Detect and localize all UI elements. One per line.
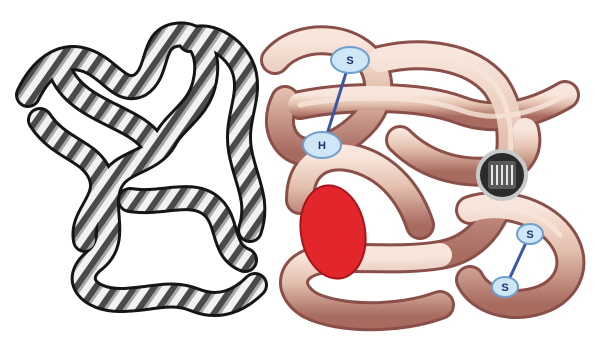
bottom-bond-upper-label: S — [526, 229, 533, 241]
top-bond-upper-label: S — [346, 55, 353, 67]
tube-panel: S H S S — [275, 40, 570, 316]
top-bond-lower-label: H — [318, 140, 326, 152]
bottom-bond-lower-label: S — [501, 282, 508, 294]
ribbon-panel — [28, 34, 255, 304]
coil-badge — [478, 151, 526, 199]
ribbon-strands — [28, 34, 255, 304]
